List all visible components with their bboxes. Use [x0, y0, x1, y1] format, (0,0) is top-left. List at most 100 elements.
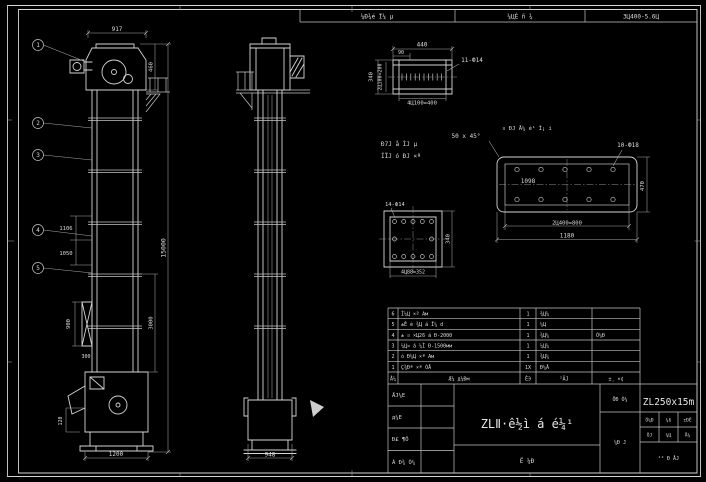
- balloon-layer: 1 2 3 4 5: [32, 39, 93, 274]
- dimension-label: 50 x 45°: [452, 133, 481, 140]
- dimension-label: 917: [112, 26, 123, 33]
- head-housing: [85, 43, 147, 91]
- bom-cell-seq: 3: [391, 343, 394, 349]
- dimension-label: 340: [446, 234, 452, 244]
- bolt-hole-ticks: [401, 73, 447, 81]
- dimension-label: 1050: [59, 251, 72, 257]
- dimension-label: 90: [398, 50, 404, 56]
- balloon-number: 1: [36, 42, 40, 49]
- title-block-approved: Á Ð¾ Ò¼: [392, 459, 415, 466]
- detail-square-flange: [379, 206, 455, 278]
- bom-grid: [387, 307, 697, 473]
- balloon-callout-4: 4: [32, 224, 93, 237]
- bom-cell-name: ¼Ц¤ á ¼Ì Ð-1500мм: [401, 342, 452, 349]
- side-head: [249, 37, 305, 91]
- head-platform-railing: [145, 77, 170, 113]
- balloon-callout-2: 2: [32, 117, 93, 129]
- title-grid-cell-1: Ö¼Ð: [645, 417, 653, 424]
- bom-cell-name: Ì¼Ц ×ª Aм: [401, 311, 428, 318]
- title-block-checked: Ð£ ¶Ô: [392, 436, 409, 443]
- bom-cell-qty: 1: [526, 333, 529, 339]
- balloon-number: 3: [36, 152, 40, 159]
- dimension-label: 900: [66, 319, 72, 329]
- bom-cell-seq: 2: [391, 354, 394, 360]
- doc-col-top: ÖÐ Ò¼: [612, 396, 627, 403]
- takeup-pulley: [108, 395, 128, 415]
- head-pulley: [101, 59, 127, 85]
- top-title-strip: ¼Ð¾é Ï¼ µ ¼ЦÊ ñ ¾ ЗЦ400-5.6Ц: [299, 9, 697, 23]
- section-mark: [310, 400, 324, 417]
- dimension-label: 460: [149, 62, 155, 72]
- plate-holes: [514, 166, 616, 203]
- dimension-label: 1098: [521, 178, 536, 185]
- side-boot: [243, 397, 297, 454]
- detail-drilled-plate: [488, 140, 650, 243]
- inspection-door: [81, 301, 93, 347]
- dimension-label: 15000: [160, 238, 168, 258]
- dimension-label: 3000: [149, 316, 155, 329]
- bom-cell-seq: 5: [391, 322, 394, 328]
- bom-header-material: ²ÄЈ: [559, 376, 568, 383]
- balloon-callout-5: 5: [32, 262, 93, 274]
- dimension-label: 120: [58, 416, 64, 425]
- bom-cell-material: ¾Ц¼: [540, 312, 549, 318]
- dimension-label: 1106: [59, 226, 72, 232]
- dimension-label: 948: [265, 452, 276, 459]
- sheet-frame: [7, 5, 701, 477]
- bom-header-remark: ±¸ ×¢: [608, 377, 623, 383]
- belt-lines: [267, 95, 273, 398]
- bom-cell-qty: 1: [526, 312, 529, 318]
- title-grid-cell-3: ±ÐÊ: [683, 416, 691, 424]
- title-grid-cell-6: Å¼: [685, 432, 691, 439]
- dimension-label: 1180: [560, 233, 575, 240]
- side-elevation-view: [236, 37, 324, 461]
- balloon-number: 2: [36, 120, 40, 127]
- dimension-label: ÍÏЈ ó ÐЈ ×ª: [381, 152, 421, 160]
- title-grid-cell-5: ¼Ц: [666, 433, 672, 439]
- bom-cell-name: ± ¤ ×Ц26 á Ð-2000: [401, 332, 452, 339]
- dimension-label: 1200: [109, 451, 124, 458]
- bom-cell-qty: 1: [526, 322, 529, 328]
- drive-sprocket: [123, 74, 133, 84]
- casing-flange-joints: [88, 117, 142, 329]
- drawing-model-number: ZL250x15m: [643, 397, 695, 408]
- bom-cell-material: Ð¼Å: [540, 364, 549, 371]
- dimension-label: 11-Ф14: [461, 57, 483, 64]
- balloon-number: 4: [36, 227, 40, 234]
- side-dimension-lines: [245, 444, 295, 461]
- title-block-drawn: ÄЈ¼E: [392, 392, 405, 399]
- bom-header-name: Æ¼ д¼Ðм: [448, 377, 469, 383]
- bom-cell-seq: 1: [391, 365, 394, 371]
- top-strip-cell-2: ¼ЦÊ ñ ¾: [507, 13, 533, 21]
- front-dimension-lines: [65, 30, 171, 461]
- casing-column: [91, 89, 139, 373]
- dimension-label: 2Ц400=800: [552, 221, 582, 227]
- side-casing-column: [257, 89, 283, 401]
- bom-header-qty: ÊЭ: [525, 375, 531, 383]
- title-grid-cell-2: ¼§: [666, 418, 672, 424]
- title-grid-cell-4: ÖЈ: [647, 432, 653, 439]
- dimension-label: ¤ ÐЈ Å¼ é¹ Ì¡ i: [502, 125, 552, 132]
- bom-cell-material: ¼Ц¼: [540, 343, 549, 349]
- dimension-label: 300: [81, 354, 90, 360]
- bom-cell-qty: 1: [526, 354, 529, 360]
- drawing-title: ZLⅡ·ê½ì á é¼¹: [481, 417, 574, 431]
- detail-channel-beam: [375, 46, 460, 101]
- balloon-callout-1: 1: [32, 39, 87, 63]
- bom-header-seq: Å¼: [390, 376, 396, 383]
- takeup-pulley-hub: [115, 402, 121, 408]
- bom-cell-material: ¼Ц: [540, 322, 546, 328]
- drawing-subtitle: Ё ¼Ð: [520, 458, 535, 465]
- front-elevation-view: [65, 30, 171, 461]
- bom-cell-material: ¾Ц¼: [540, 354, 549, 360]
- dimension-label: 340: [369, 72, 375, 82]
- flange-holes: [392, 219, 434, 259]
- title-block-traced: д¼E: [392, 415, 402, 421]
- doc-col-bottom: ¼Ð Ј: [614, 440, 626, 446]
- dimension-label: Ð7Ј å ÌЈ µ: [381, 141, 418, 148]
- dimension-label: 4Ц88=352: [401, 270, 425, 276]
- plate-dimension-lines: [488, 140, 650, 243]
- side-flange-joints: [254, 117, 286, 329]
